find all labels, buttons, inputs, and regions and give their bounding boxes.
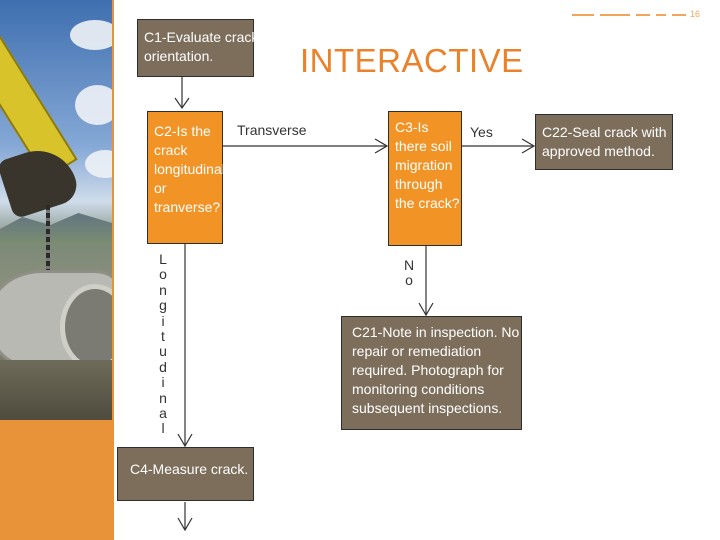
arrowhead (374, 138, 389, 154)
arrowhead (177, 433, 193, 448)
chain (46, 205, 50, 275)
edge-label-transverse: Transverse (237, 122, 307, 138)
node-c22[interactable]: C22-Seal crack with approved method. (535, 114, 673, 170)
arrowhead (418, 302, 434, 317)
divider-line (112, 0, 114, 540)
node-c21[interactable]: C21-Note in inspection. No repair or rem… (341, 316, 522, 430)
arrowhead (177, 517, 193, 532)
edge-label-no: N o (403, 257, 415, 288)
page-number: 16 (690, 9, 701, 19)
node-c3[interactable]: C3-Is there soil migration through the c… (388, 111, 462, 246)
arrowhead (521, 138, 536, 154)
arrowhead (174, 97, 190, 110)
header-rule (572, 14, 696, 20)
edge-label-longitudinal: L o n g i t u d i n a l (159, 251, 167, 437)
construction-photo (0, 0, 112, 420)
edge-label-yes: Yes (470, 124, 493, 140)
node-c1[interactable]: C1-Evaluate crack orientation. (137, 19, 258, 77)
slide-title: INTERACTIVE (300, 42, 524, 79)
orange-band (0, 420, 112, 540)
node-c4[interactable]: C4-Measure crack. (117, 447, 254, 501)
node-c2[interactable]: C2-Is the crack longitudinal or tranvers… (147, 111, 225, 244)
